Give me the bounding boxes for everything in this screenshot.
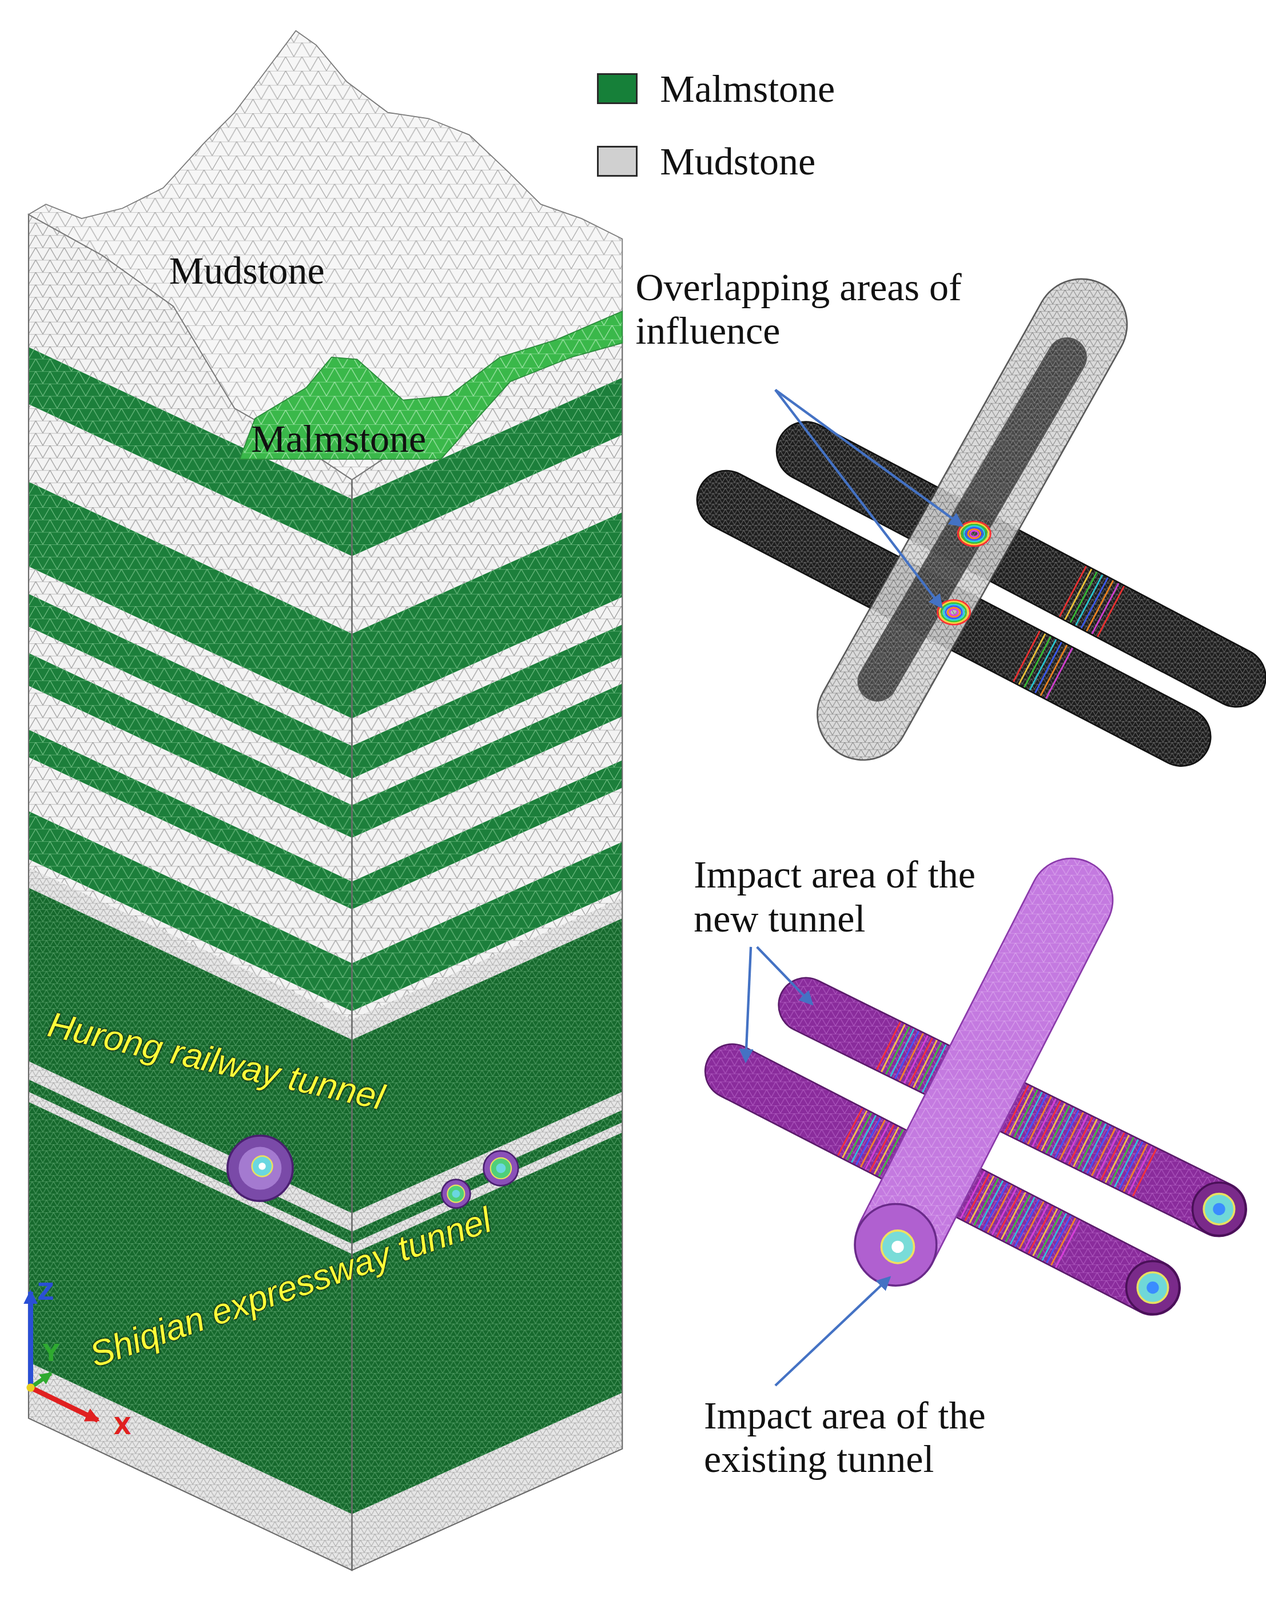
rock-label: Mudstone <box>169 248 325 293</box>
railway-tunnel-section <box>227 1135 293 1201</box>
legend-text: Mudstone <box>659 139 816 183</box>
annotation-label: Impact area of the existing tunnel <box>703 1393 1033 1481</box>
legend-swatch <box>596 145 638 177</box>
expressway-tunnel-section <box>483 1151 519 1186</box>
impact-model <box>732 900 1246 1315</box>
rock-label: Malmstone <box>251 416 427 461</box>
axis-triad <box>26 1291 98 1421</box>
overlap-model <box>726 324 1237 738</box>
axis-label: X <box>113 1413 132 1440</box>
rock-block <box>28 10 623 1591</box>
axis-label: Z <box>37 1278 55 1305</box>
legend-swatch <box>596 73 638 105</box>
axis-label: Y <box>42 1339 60 1366</box>
legend-text: Malmstone <box>659 66 835 111</box>
annotation-label: Overlapping areas of influence <box>635 265 1013 353</box>
annotation-label: Impact area of the new tunnel <box>693 852 1023 940</box>
expressway-tunnel-section <box>441 1179 471 1209</box>
